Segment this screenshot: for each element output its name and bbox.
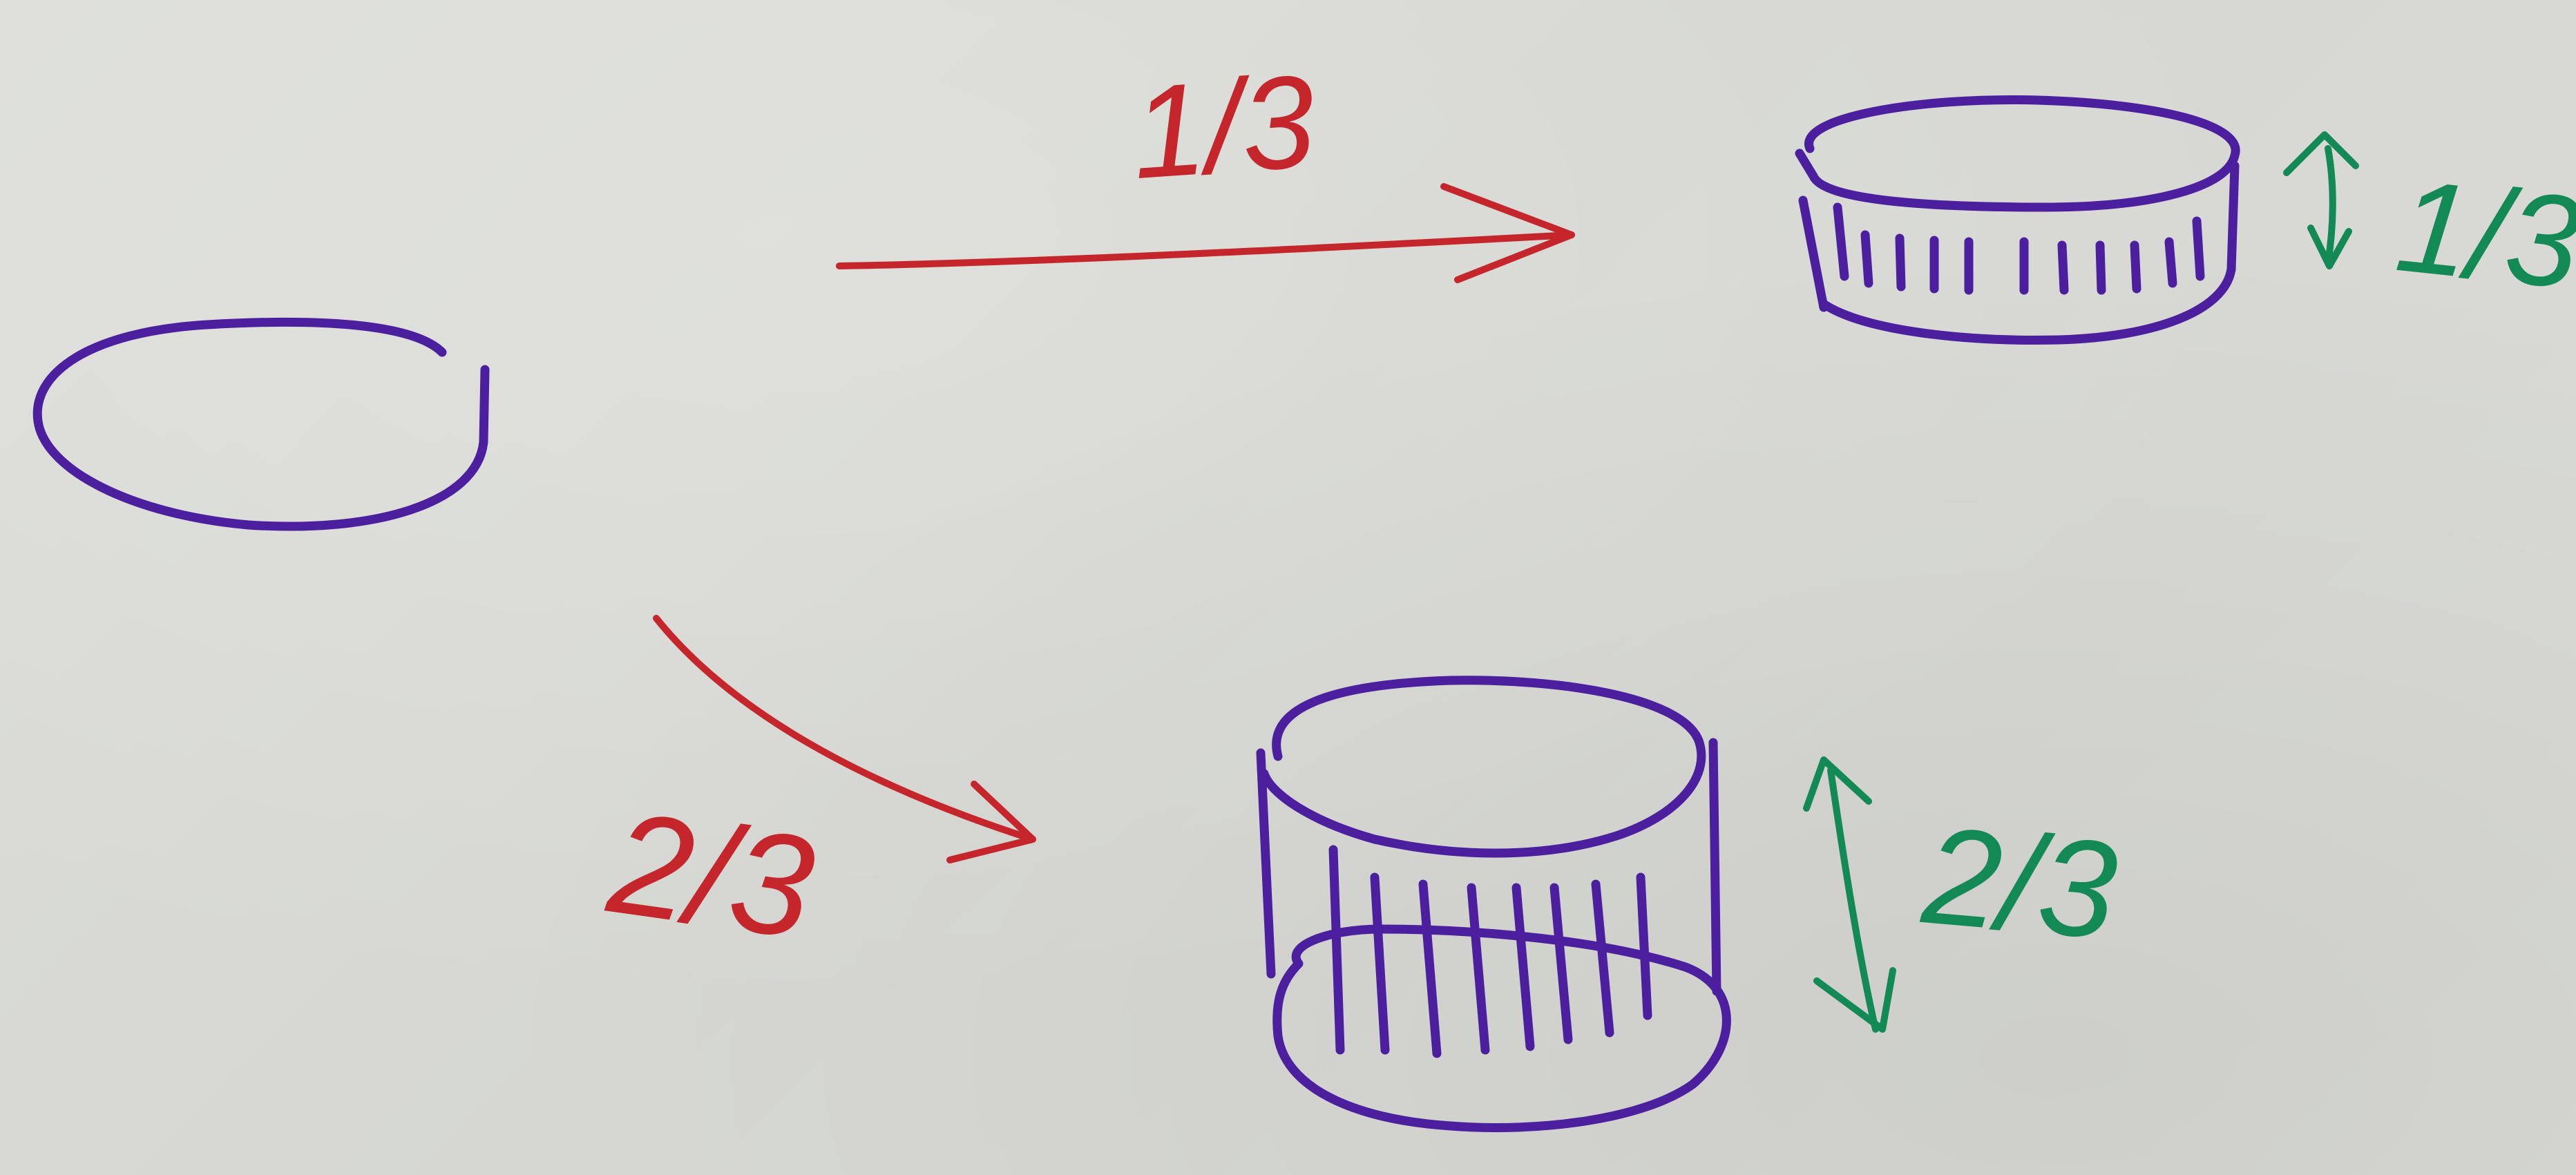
- short-cylinder-top-left-edge: [1795, 149, 1818, 181]
- upper-arrow: [836, 183, 1575, 283]
- lower-arrow-head: [946, 781, 1036, 863]
- tall-height-marker: [1803, 756, 1896, 1033]
- start-ellipse-outline: [32, 317, 490, 531]
- short-cylinder-right-side: [2226, 161, 2240, 274]
- tall-cylinder-hatching: [1328, 845, 1652, 1058]
- tall-cylinder-top: [1259, 676, 1706, 858]
- start-ellipse: [32, 317, 490, 531]
- short-cylinder: [1795, 95, 2240, 345]
- short-height-line: [2325, 145, 2336, 266]
- short-height-arrow-top: [2283, 131, 2359, 176]
- tall-height-arrow-bottom: [1813, 967, 1896, 1033]
- short-height-marker: [2283, 131, 2359, 269]
- tall-height-arrow-top: [1803, 756, 1872, 812]
- lower-arrow-label: 2/3: [599, 781, 823, 970]
- upper-arrow-head: [1440, 183, 1575, 283]
- lower-arrow: [653, 615, 1036, 863]
- short-cylinder-hatching: [1833, 202, 2205, 295]
- tall-cylinder: [1256, 676, 1731, 1132]
- upper-arrow-label: 1/3: [1127, 48, 1319, 207]
- short-cylinder-left-side: [1798, 195, 1829, 312]
- tall-cylinder-left-side: [1256, 748, 1276, 979]
- lower-arrow-shaft: [653, 615, 1036, 843]
- tall-height-label: 2/3: [1916, 798, 2122, 968]
- tall-cylinder-right-side: [1708, 738, 1721, 996]
- tall-height-line: [1827, 767, 1879, 1033]
- tall-cylinder-bottom: [1272, 924, 1731, 1132]
- short-height-label: 1/3: [2390, 152, 2576, 316]
- short-cylinder-top: [1804, 95, 2240, 212]
- short-cylinder-bottom: [1819, 265, 2236, 345]
- upper-arrow-shaft: [836, 231, 1575, 269]
- short-height-arrow-bottom: [2307, 225, 2352, 269]
